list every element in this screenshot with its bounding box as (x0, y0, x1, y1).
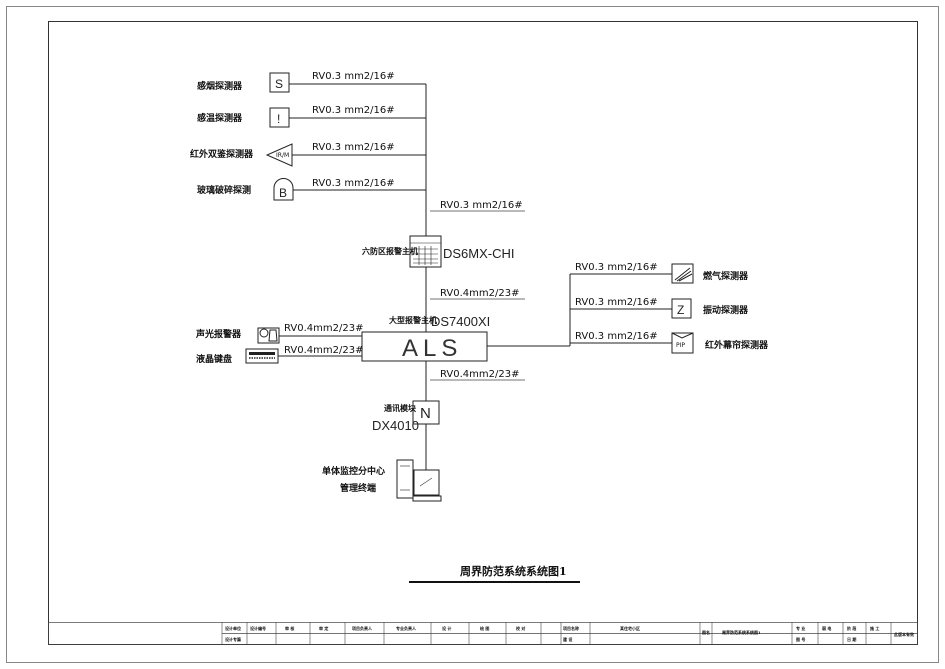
comm-module: 通讯模块 N DX4010 (372, 400, 440, 433)
comm-module-label: 通讯模块 (384, 403, 417, 413)
detector-heat: 感温探测器 ! RV0.3 mm2/16# (197, 105, 426, 128)
gas-detector-icon (671, 263, 694, 284)
device-label: 液晶键盘 (196, 353, 232, 365)
management-terminal: 单体监控分中心 管理终端 (322, 459, 442, 502)
cable-spec: RV0.3 mm2/16# (312, 142, 395, 153)
detector-symbol: S (275, 77, 283, 91)
title-block-cell: 绘 图 (480, 625, 489, 631)
main-alarm-host: 大型报警主机 DS7400XI ALS (361, 314, 490, 362)
terminal-label-1: 单体监控分中心 (322, 465, 385, 477)
glass-break-detector-icon (273, 178, 294, 201)
title-block-cell: 施 工 (869, 625, 879, 631)
title-block-cell: 设计编号 (250, 625, 266, 631)
keypad-grid (410, 242, 441, 265)
drawing-title: 周界防范系统系统图1 (460, 564, 567, 578)
cable-spec: RV0.4mm2/23# (284, 323, 363, 334)
detector-infrared-dual: 红外双鉴探测器 IR/M RV0.3 mm2/16# (190, 142, 426, 167)
cable-spec: RV0.3 mm2/16# (575, 262, 658, 273)
cable-spec-sub-host: RV0.3 mm2/16# (440, 200, 523, 211)
keypad-icon (409, 235, 442, 268)
detector-symbol: PIP (676, 342, 685, 349)
title-block-cell: 审 核 (285, 625, 294, 631)
detector-symbol: B (279, 186, 287, 200)
terminal-label-2: 管理终端 (340, 482, 376, 494)
cable-spec: RV0.3 mm2/16# (575, 331, 658, 342)
cable-spec: RV0.3 mm2/16# (575, 297, 658, 308)
title-block-cell: 项目负责人 (352, 625, 373, 631)
cable-spec: RV0.3 mm2/16# (312, 178, 395, 189)
title-block-cell: 弱 电 (822, 625, 831, 631)
vibration-detector-icon (671, 298, 692, 319)
title-block-cell: 此版本有效 (894, 631, 914, 637)
title-block-cell: 建 设 (563, 636, 572, 642)
detector-symbol: ! (277, 112, 280, 126)
comm-module-icon (412, 400, 440, 425)
cable-spec-comm: RV0.4mm2/23# (440, 369, 519, 380)
title-block-cell: 图 号 (796, 636, 805, 642)
main-host-model: DS7400XI (431, 314, 490, 329)
detector-vibration: RV0.3 mm2/16# Z 振动探测器 (570, 297, 749, 319)
cable-spec: RV0.3 mm2/16# (312, 71, 395, 82)
title-block-cell: 设计专篇 (225, 636, 241, 642)
title-block-cell: 设 计 (442, 625, 451, 631)
title-block-cell: 专业负责人 (396, 625, 417, 631)
comm-module-model: DX4010 (372, 418, 419, 433)
smoke-detector-icon (269, 72, 290, 93)
detector-label: 玻璃破碎探测 (197, 184, 251, 196)
sub-alarm-host: 六防区报警主机 DS6MX-CHI (362, 235, 515, 268)
sub-host-label: 六防区报警主机 (362, 246, 418, 256)
title-block-cell: 周界防范系统系统图1 (722, 629, 761, 635)
title-block-cell: 设计单位 (225, 625, 241, 631)
title-block-cell: 阶 段 (847, 625, 856, 631)
comm-module-symbol: N (420, 405, 431, 422)
detector-label: 感温探测器 (197, 112, 243, 124)
detector-curtain: RV0.3 mm2/16# PIP 红外幕帘探测器 (570, 331, 769, 354)
title-block-cell: 图名 (702, 629, 710, 635)
detector-symbol: Z (677, 303, 684, 317)
siren-icon (257, 327, 280, 344)
cable-spec: RV0.4mm2/23# (284, 345, 363, 356)
title-block-cell: 审 定 (319, 625, 328, 631)
computer-icon (396, 459, 442, 502)
cable-spec: RV0.3 mm2/16# (312, 105, 395, 116)
detector-label: 红外幕帘探测器 (705, 339, 769, 351)
detector-label: 感烟探测器 (197, 80, 243, 92)
device-siren: 声光报警器 RV0.4mm2/23# (195, 323, 363, 344)
device-lcd-keyboard: 液晶键盘 RV0.4mm2/23# (196, 345, 363, 365)
inner-border (48, 21, 918, 645)
title-block-cell: 专 业 (796, 625, 805, 631)
detector-gas: RV0.3 mm2/16# 燃气探测器 (570, 262, 749, 284)
detector-smoke: 感烟探测器 S RV0.3 mm2/16# (197, 71, 426, 93)
detector-label: 振动探测器 (703, 304, 749, 316)
title-block-cell: 项目名称 (563, 625, 579, 631)
cable-spec-main-host: RV0.4mm2/23# (440, 288, 519, 299)
title-block-cell: 校 对 (516, 625, 525, 631)
main-host-label: 大型报警主机 (389, 315, 437, 325)
lcd-keyboard-icon (245, 348, 279, 364)
detector-label: 红外双鉴探测器 (190, 148, 254, 160)
device-label: 声光报警器 (195, 328, 242, 340)
detector-glass-break: 玻璃破碎探测 B RV0.3 mm2/16# (197, 178, 426, 201)
outer-border (6, 6, 939, 663)
title-block-cell: 某住宅小区 (620, 625, 640, 631)
sub-host-model: DS6MX-CHI (443, 246, 515, 261)
curtain-detector-icon (671, 332, 694, 354)
detector-label: 燃气探测器 (703, 270, 749, 282)
detector-symbol: IR/M (276, 152, 289, 159)
title-block: 设计单位 设计编号 审 核 审 定 项目负责人 专业负责人 设 计 绘 图 校 … (48, 622, 918, 645)
main-host-box-text: ALS (402, 335, 462, 362)
title-block-cell: 日 期 (847, 636, 856, 642)
